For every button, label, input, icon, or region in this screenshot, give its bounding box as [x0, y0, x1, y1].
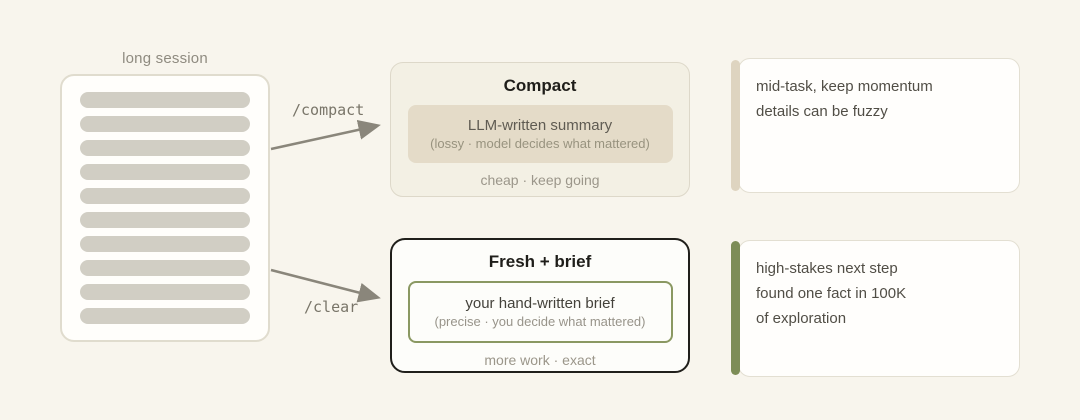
- clear-note-accent-bar: [731, 241, 740, 375]
- llm-summary-box: LLM-written summary (lossy · model decid…: [407, 105, 673, 163]
- hand-written-brief-note: (precise · you decide what mattered): [434, 314, 646, 329]
- note-line: of exploration: [756, 310, 847, 327]
- note-line: details can be fuzzy: [756, 103, 888, 120]
- document-line-bar: [80, 116, 250, 132]
- document-line-bar: [80, 308, 250, 324]
- compact-card: Compact LLM-written summary (lossy · mod…: [390, 62, 690, 197]
- note-line: mid-task, keep momentum: [756, 78, 933, 95]
- clear-note-card: high-stakes next step found one fact in …: [738, 240, 1020, 377]
- document-line-bar: [80, 188, 250, 204]
- document-line-bar: [80, 140, 250, 156]
- document-line-bar: [80, 284, 250, 300]
- clear-command-label: /clear: [304, 298, 359, 316]
- compact-card-footer: cheap · keep going: [480, 172, 600, 188]
- clear-arrow: [270, 268, 381, 303]
- document-line-bar: [80, 260, 250, 276]
- document-line-bar: [80, 92, 250, 108]
- fresh-brief-card: Fresh + brief your hand-written brief (p…: [390, 238, 690, 373]
- hand-written-brief-title: your hand-written brief: [465, 295, 615, 312]
- note-line: high-stakes next step: [756, 260, 898, 277]
- document-card: [60, 74, 270, 342]
- document-label: long session: [122, 50, 208, 67]
- fresh-brief-card-title: Fresh + brief: [488, 252, 592, 271]
- note-line: found one fact in 100K: [756, 285, 907, 302]
- llm-summary-title: LLM-written summary: [467, 117, 613, 134]
- document-line-bar: [80, 212, 250, 228]
- fresh-brief-card-footer: more work · exact: [484, 352, 596, 368]
- compact-command-label: /compact: [292, 101, 365, 119]
- compact-note-card: mid-task, keep momentum details can be f…: [738, 58, 1020, 193]
- document-line-bar: [80, 164, 250, 180]
- compact-card-title: Compact: [503, 76, 577, 95]
- compact-arrow: [270, 119, 381, 151]
- compact-note-accent-bar: [731, 60, 740, 191]
- document-line-bar: [80, 236, 250, 252]
- hand-written-brief-box: your hand-written brief (precise · you d…: [407, 281, 673, 343]
- llm-summary-note: (lossy · model decides what mattered): [430, 136, 650, 151]
